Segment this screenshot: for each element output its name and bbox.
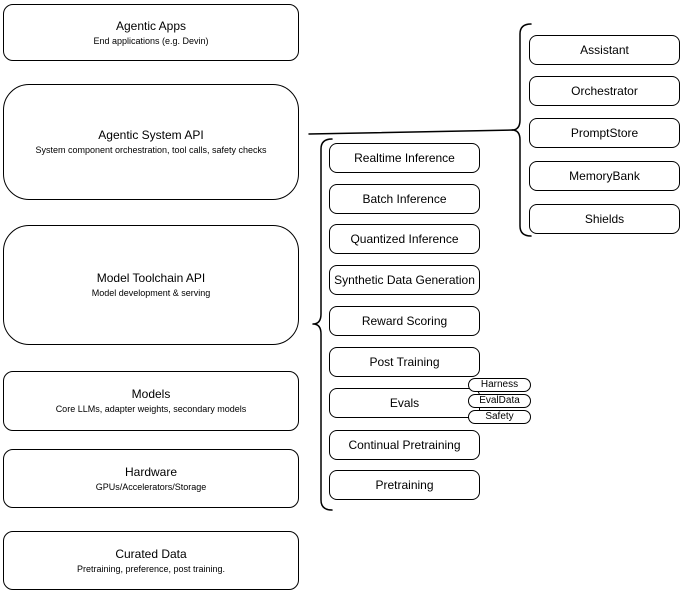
node-label: Evals (389, 396, 420, 410)
node-label: Assistant (580, 43, 629, 57)
toolchain-item-reward-scoring: Reward Scoring (329, 306, 480, 336)
system-api-connector-line (308, 129, 514, 135)
node-label: Continual Pretraining (348, 438, 461, 452)
node-label: Reward Scoring (361, 314, 448, 328)
layer-subtitle: Core LLMs, adapter weights, secondary mo… (55, 404, 247, 414)
layer-subtitle: End applications (e.g. Devin) (93, 35, 209, 46)
eval-tag-harness: Harness (468, 378, 531, 392)
layer-subtitle: System component orchestration, tool cal… (35, 145, 267, 155)
layer-title: Curated Data (115, 546, 187, 561)
toolchain-item-realtime-inference: Realtime Inference (329, 143, 480, 173)
node-label: Post Training (369, 355, 440, 369)
pill-label: Harness (480, 379, 519, 390)
layer-box-model-toolchain-api: Model Toolchain API Model development & … (3, 225, 299, 345)
layer-box-agentic-system-api: Agentic System API System component orch… (3, 84, 299, 200)
pill-label: Safety (485, 411, 514, 422)
toolchain-item-continual-pretraining: Continual Pretraining (329, 430, 480, 460)
layer-title: Models (131, 387, 171, 401)
toolchain-item-pretraining: Pretraining (329, 470, 480, 500)
toolchain-item-batch-inference: Batch Inference (329, 184, 480, 214)
layer-title: Agentic System API (98, 128, 204, 142)
toolchain-item-synthetic-data-generation: Synthetic Data Generation (329, 265, 480, 295)
layer-box-models: Models Core LLMs, adapter weights, secon… (3, 371, 299, 431)
layer-subtitle: Pretraining, preference, post training. (76, 563, 226, 574)
layer-title: Agentic Apps (115, 18, 187, 33)
layer-title: Hardware (124, 464, 178, 479)
system-component-orchestrator: Orchestrator (529, 76, 680, 106)
layer-box-hardware: Hardware GPUs/Accelerators/Storage (3, 449, 299, 508)
system-component-assistant: Assistant (529, 35, 680, 65)
eval-tag-safety: Safety (468, 410, 531, 424)
toolchain-item-evals: Evals (329, 388, 480, 418)
node-label: PromptStore (570, 126, 639, 140)
layer-title: Model Toolchain API (96, 271, 206, 285)
layer-subtitle: GPUs/Accelerators/Storage (95, 481, 207, 492)
node-label: Orchestrator (571, 84, 638, 98)
pill-label: EvalData (479, 395, 520, 406)
node-label: Synthetic Data Generation (334, 273, 475, 287)
layer-box-curated-data: Curated Data Pretraining, preference, po… (3, 531, 299, 590)
node-label: Shields (584, 212, 625, 226)
node-label: Batch Inference (362, 192, 447, 206)
layer-box-agentic-apps: Agentic Apps End applications (e.g. Devi… (3, 4, 299, 61)
node-label: MemoryBank (569, 169, 640, 183)
node-label: Quantized Inference (350, 232, 459, 246)
eval-tag-evaldata: EvalData (468, 394, 531, 408)
toolchain-item-post-training: Post Training (329, 347, 480, 377)
system-component-promptstore: PromptStore (529, 118, 680, 148)
node-label: Realtime Inference (354, 151, 455, 165)
system-component-shields: Shields (529, 204, 680, 234)
node-label: Pretraining (375, 478, 434, 492)
system-component-memorybank: MemoryBank (529, 161, 680, 191)
toolchain-item-quantized-inference: Quantized Inference (329, 224, 480, 254)
layer-subtitle: Model development & serving (91, 288, 211, 298)
